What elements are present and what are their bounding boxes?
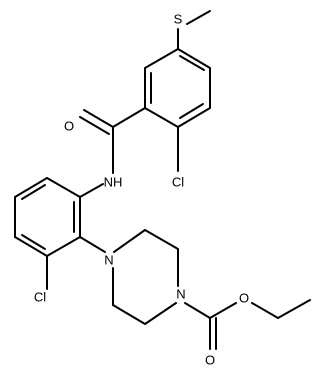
bond-carbonyl-o-2 [79, 116, 110, 135]
sulfur-label: S [174, 11, 183, 26]
bond-ring1-1 [177, 48, 211, 69]
bottom-chlorine-label: Cl [34, 289, 46, 304]
amide-nitrogen-label: NH [104, 174, 123, 189]
amide-oxygen-label: O [64, 118, 74, 133]
bond-ring2-3 [14, 236, 48, 257]
bond-piperazine-1 [113, 229, 146, 253]
bond-n-carbonyl [184, 302, 211, 319]
bond-aryl-n-piperazine [79, 236, 106, 253]
bond-aryl-carbonyl [112, 107, 146, 128]
bond-ring1-3 [177, 107, 211, 128]
bond-ring2-inner-c [21, 184, 46, 200]
bond-ring1-6 [144, 48, 179, 69]
piperazine-nitrogen-top-label: N [104, 252, 113, 267]
bond-ring1-inner-b [179, 103, 204, 119]
bond-carbonyl-o-single [209, 302, 237, 319]
ester-double-oxygen-label: O [205, 352, 215, 367]
bond-layer [14, 10, 311, 350]
bond-piperazine-5 [112, 304, 146, 325]
bond-s-methyl [186, 10, 211, 25]
bond-carbonyl-o-1 [83, 109, 114, 128]
bond-ring1-inner-a [179, 55, 205, 71]
bond-ring2-inner-b [21, 234, 46, 250]
bond-ring2-2 [46, 236, 81, 257]
bond-nh-aryl [79, 183, 104, 198]
bond-piperazine-4 [144, 302, 177, 325]
bond-piperazine-2 [144, 229, 179, 250]
bond-ring2-6 [46, 177, 81, 198]
ester-single-oxygen-label: O [239, 290, 249, 305]
top-chlorine-label: Cl [172, 174, 184, 189]
bond-ring1-4 [144, 107, 179, 128]
bond-ethyl-methyl [277, 299, 311, 319]
piperazine-nitrogen-bottom-label: N [176, 286, 185, 301]
label-layer: S O Cl NH N Cl N O O [34, 11, 249, 367]
bond-ring2-5 [14, 177, 48, 198]
bond-o-ethyl [251, 302, 279, 319]
